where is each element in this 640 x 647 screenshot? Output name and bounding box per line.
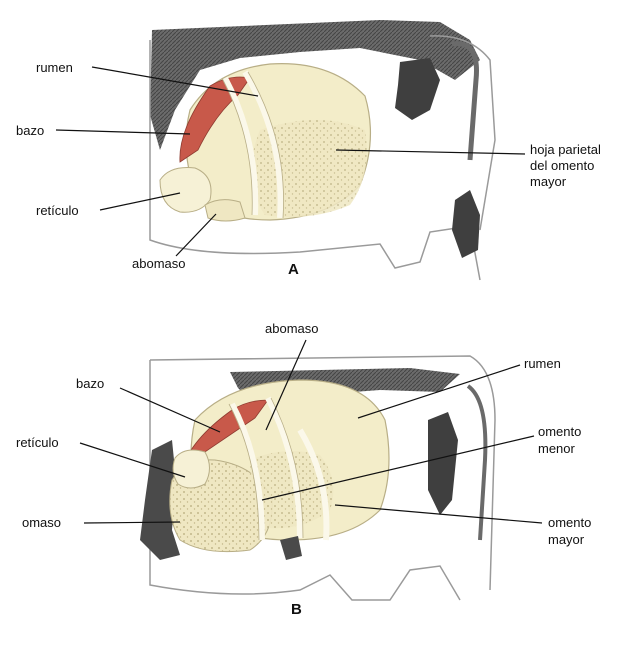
panel-b-leader-abomaso bbox=[265, 339, 307, 431]
panel-b-label-rumen: rumen bbox=[524, 356, 561, 371]
panel-a-hind-leg-patch bbox=[452, 190, 480, 258]
panel-a-body-outline bbox=[149, 35, 496, 281]
panel-b-leader-omaso bbox=[83, 521, 181, 524]
panel-a-label-reticulo: retículo bbox=[36, 203, 79, 218]
panel-b-leader-reticulo bbox=[79, 442, 186, 478]
panel-b-label-abomaso: abomaso bbox=[265, 321, 318, 336]
panel-b-tail bbox=[466, 384, 488, 541]
panel-b-label-omento-menor-2: menor bbox=[538, 441, 576, 456]
panel-a-leader-reticulo bbox=[99, 192, 181, 211]
panel-a-hide-patch bbox=[395, 58, 440, 120]
panel-b-hide-patch bbox=[428, 412, 458, 515]
panel-a-letter: A bbox=[288, 261, 299, 278]
panel-b-label-reticulo: retículo bbox=[16, 435, 59, 450]
panel-b-leader-bazo bbox=[119, 387, 221, 433]
panel-a-label-abomaso: abomaso bbox=[132, 256, 185, 271]
panel-a-label-hoja-2: del omento bbox=[530, 158, 594, 173]
panel-b-label-omaso: omaso bbox=[22, 515, 61, 530]
panel-a-reticulum bbox=[159, 167, 212, 213]
panel-b-reticulum bbox=[172, 449, 210, 489]
panel-b: abomaso rumen bazo retículo omaso omento… bbox=[16, 321, 591, 618]
panel-b-body-outline bbox=[149, 355, 496, 601]
panel-b-label-omento-menor-1: omento bbox=[538, 424, 581, 439]
panel-a-leader-rumen bbox=[91, 66, 259, 97]
panel-b-leader-omento-menor bbox=[261, 435, 535, 501]
panel-b-label-omento-mayor-1: omento bbox=[548, 515, 591, 530]
panel-a-leader-abomaso bbox=[175, 213, 217, 257]
panel-a-label-bazo: bazo bbox=[16, 123, 44, 138]
panel-b-bands bbox=[229, 396, 330, 541]
panel-b-label-omento-mayor-2: mayor bbox=[548, 532, 585, 547]
panel-a-tail bbox=[451, 41, 479, 161]
panel-b-abomasum bbox=[250, 451, 334, 529]
panel-b-label-bazo: bazo bbox=[76, 376, 104, 391]
panel-a-label-hoja-1: hoja parietal bbox=[530, 142, 601, 157]
panel-b-leader-omento-mayor bbox=[334, 504, 543, 524]
panel-a: rumen bazo retículo abomaso hoja parieta… bbox=[16, 20, 601, 281]
panel-b-diaphragm bbox=[140, 440, 180, 560]
panel-a-leader-bazo bbox=[55, 129, 191, 135]
panel-a-abomasum bbox=[204, 199, 246, 222]
panel-b-letter: B bbox=[291, 601, 302, 618]
panel-a-label-hoja-3: mayor bbox=[530, 174, 567, 189]
panel-a-hide-back bbox=[150, 20, 480, 150]
panel-a-leader-hoja bbox=[335, 149, 526, 155]
panel-b-leader-rumen bbox=[357, 364, 521, 419]
panel-a-omentum bbox=[251, 120, 367, 218]
panel-b-knob bbox=[280, 536, 302, 560]
panel-a-label-rumen: rumen bbox=[36, 60, 73, 75]
